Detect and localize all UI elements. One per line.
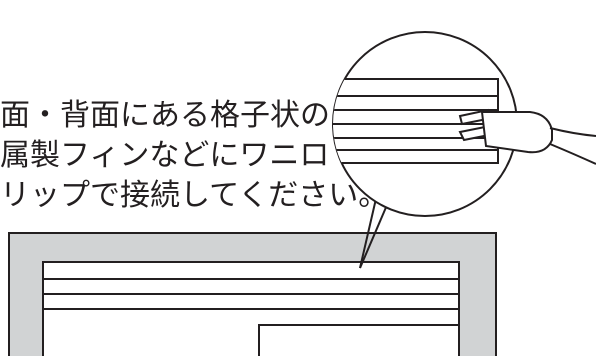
magnified-fins <box>333 78 499 164</box>
lower-panel <box>258 324 460 360</box>
alligator-clip-icon <box>458 108 596 165</box>
callout-line-a <box>359 189 379 269</box>
caption-line-3: リップで接続してください。 <box>0 178 389 213</box>
callout-pointer <box>359 189 391 269</box>
caption-text: 面・背面にある格子状の 属製フィンなどにワニロ リップで接続してください。 <box>0 96 389 216</box>
magnifier-circle <box>332 31 518 217</box>
callout-line-b <box>359 197 391 269</box>
caption-line-1: 面・背面にある格子状の <box>0 98 330 133</box>
caption-line-2: 属製フィンなどにワニロ <box>0 138 330 173</box>
device-body <box>8 232 497 360</box>
